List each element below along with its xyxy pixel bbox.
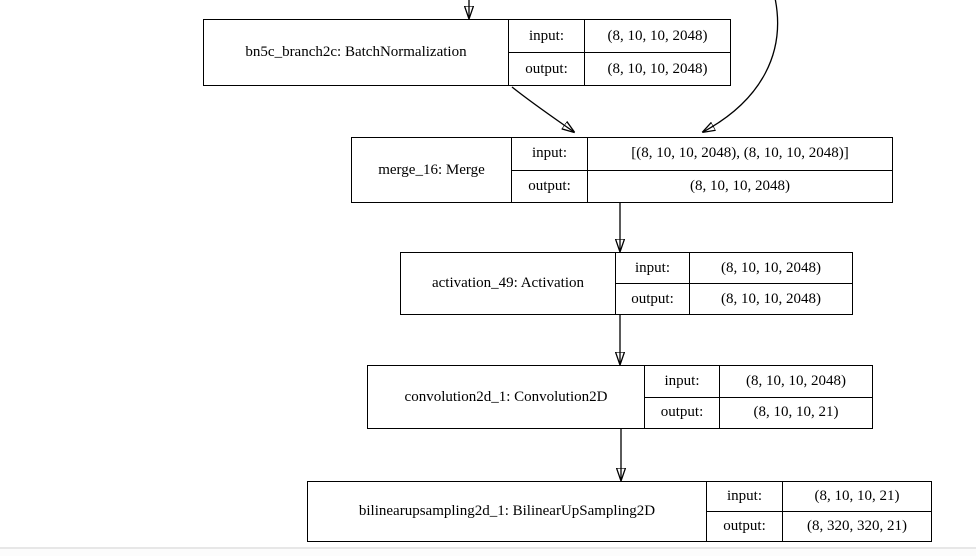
output-label: output: <box>631 290 674 307</box>
output-shape: (8, 320, 320, 21) <box>807 518 907 534</box>
input-shape: (8, 10, 10, 21) <box>783 482 931 512</box>
layer-name: activation_49: Activation <box>401 253 616 314</box>
input-shape: (8, 10, 10, 2048) <box>690 253 852 284</box>
output-shape: (8, 10, 10, 21) <box>753 404 839 421</box>
layer-name: convolution2d_1: Convolution2D <box>368 366 645 428</box>
output-shape: (8, 10, 10, 2048) <box>690 177 790 194</box>
footer-strip <box>0 549 976 556</box>
edge-bn5c-to-merge <box>511 86 574 132</box>
output-label: output: <box>660 404 704 421</box>
input-label: input: <box>707 482 782 512</box>
output-label: output: <box>723 518 766 534</box>
layer-name: bilinearupsampling2d_1: BilinearUpSampli… <box>308 482 707 541</box>
layer-node-convolution2d-1: convolution2d_1: Convolution2D input: ou… <box>367 365 873 429</box>
output-label: output: <box>525 60 568 77</box>
layer-node-bilinearupsampling2d-1: bilinearupsampling2d_1: BilinearUpSampli… <box>307 481 932 542</box>
input-label: input: <box>645 366 719 398</box>
input-shape: (8, 10, 10, 2048) <box>585 20 730 53</box>
layer-node-merge-16: merge_16: Merge input: output: [(8, 10, … <box>351 137 893 203</box>
output-label: output: <box>528 177 571 194</box>
layer-node-activation-49: activation_49: Activation input: output:… <box>400 252 853 315</box>
bottom-divider <box>0 547 976 549</box>
layer-name: merge_16: Merge <box>352 138 512 202</box>
input-label: input: <box>616 253 689 284</box>
layer-name: bn5c_branch2c: BatchNormalization <box>204 20 509 85</box>
input-shape: (8, 10, 10, 2048) <box>720 366 872 398</box>
output-shape: (8, 10, 10, 2048) <box>721 290 821 307</box>
output-shape: (8, 10, 10, 2048) <box>607 60 708 77</box>
input-label: input: <box>512 138 587 171</box>
input-shape: [(8, 10, 10, 2048), (8, 10, 10, 2048)] <box>588 138 892 171</box>
layer-node-bn5c-branch2c: bn5c_branch2c: BatchNormalization input:… <box>203 19 731 86</box>
input-label: input: <box>509 20 584 53</box>
